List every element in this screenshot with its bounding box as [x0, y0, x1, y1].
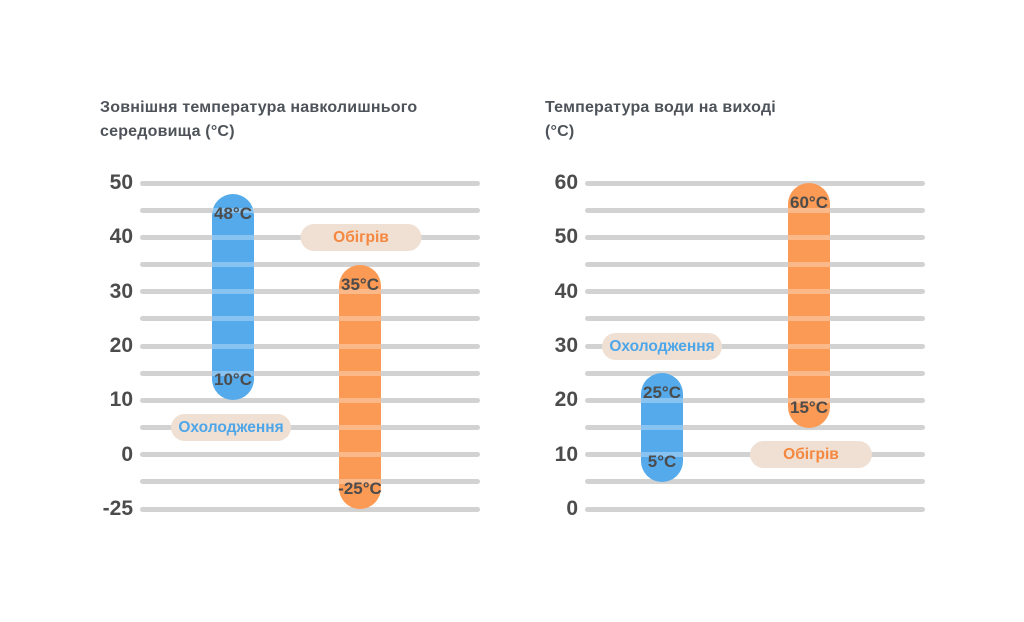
- gridline: [140, 207, 480, 213]
- gridline-overlay: [788, 262, 830, 267]
- gridline: [585, 289, 925, 295]
- gridline: [140, 506, 480, 512]
- axis-tick-label: 40: [109, 225, 133, 249]
- cooling-max-value: 25°C: [643, 383, 681, 403]
- cooling-range-bar: 48°C 10°C: [212, 193, 254, 401]
- axis-tick-label: 10: [554, 442, 578, 466]
- gridline-overlay: [788, 397, 830, 403]
- heating-mode-pill: Обігрів: [300, 223, 422, 251]
- axis-tick-label: 20: [109, 334, 133, 358]
- gridline: [140, 479, 480, 485]
- gridline-overlay: [788, 207, 830, 213]
- gridline-overlay: [212, 316, 254, 322]
- gridline-overlay: [339, 452, 381, 458]
- gridline: [585, 397, 925, 403]
- heating-max-value: 60°C: [790, 193, 828, 212]
- gridline: [585, 316, 925, 322]
- gridline-overlay: [339, 343, 381, 349]
- gridline: [585, 370, 925, 376]
- gridline-overlay: [212, 234, 254, 240]
- gridline: [140, 289, 480, 295]
- gridline: [140, 180, 480, 186]
- axis-tick-label: 20: [554, 388, 578, 412]
- gridline-overlay: [212, 370, 254, 376]
- heating-mode-pill: Обігрів: [750, 441, 872, 469]
- gridline-overlay: [339, 316, 381, 322]
- heating-range-bar: 35°C -25°C: [338, 264, 382, 510]
- axis-tick-label: 40: [554, 279, 578, 303]
- heating-range-bar: 60°C 15°C: [788, 183, 830, 428]
- axis-tick-label: 50: [554, 225, 578, 249]
- chart-title-ambient: Зовнішня температура навколишнього серед…: [100, 99, 418, 140]
- axis-tick-label: 50: [109, 171, 133, 194]
- gridline-overlay: [641, 425, 683, 431]
- gridline-overlay: [212, 343, 254, 349]
- axis-tick-label: 10: [109, 388, 133, 412]
- gridline-overlay: [641, 397, 683, 403]
- chart-title-outlet-water: Температура води на виході (°C): [545, 99, 776, 140]
- cooling-max-value: 48°C: [214, 203, 252, 223]
- cooling-min-value: 10°C: [214, 370, 252, 390]
- cooling-min-value: 5°C: [647, 451, 677, 471]
- gridline: [585, 343, 925, 349]
- gridline-overlay: [339, 397, 381, 403]
- gridline-overlay: [788, 316, 830, 322]
- cooling-range-bar: 25°C 5°C: [641, 373, 683, 482]
- heating-min-value: 15°C: [790, 397, 828, 417]
- gridline: [140, 262, 480, 267]
- gridline-overlay: [641, 452, 683, 458]
- cooling-mode-pill: Охолодження: [171, 414, 291, 442]
- gridline-overlay: [788, 343, 830, 349]
- gridline: [140, 452, 480, 458]
- gridline-overlay: [212, 207, 254, 213]
- gridline: [585, 262, 925, 267]
- gridline-overlay: [212, 289, 254, 295]
- gridline-overlay: [339, 289, 381, 295]
- gridline-overlay: [788, 370, 830, 376]
- gridline-overlay: [788, 234, 830, 240]
- axis-tick-label: 30: [554, 334, 578, 358]
- gridline: [585, 425, 925, 431]
- gridline-overlay: [339, 479, 381, 485]
- gridline: [585, 234, 925, 240]
- heating-min-value: -25°C: [338, 479, 382, 499]
- heating-max-value: 35°C: [341, 274, 379, 294]
- axis-tick-label: -25: [102, 497, 133, 521]
- axis-tick-label: 0: [566, 497, 578, 521]
- gridline-overlay: [339, 425, 381, 431]
- gridline: [140, 397, 480, 403]
- gridline: [585, 180, 925, 186]
- gridline: [585, 207, 925, 213]
- gridline-overlay: [788, 289, 830, 295]
- gridline: [585, 479, 925, 485]
- gridline-overlay: [339, 370, 381, 376]
- gridline: [140, 370, 480, 376]
- gridline: [585, 506, 925, 512]
- gridline: [140, 316, 480, 322]
- gridline: [140, 425, 480, 431]
- cooling-mode-pill: Охолодження: [602, 332, 722, 360]
- gridline: [140, 343, 480, 349]
- axis-tick-label: 60: [554, 171, 578, 194]
- axis-tick-label: 0: [121, 442, 133, 466]
- axis-tick-label: 30: [109, 279, 133, 303]
- gridline-overlay: [212, 262, 254, 267]
